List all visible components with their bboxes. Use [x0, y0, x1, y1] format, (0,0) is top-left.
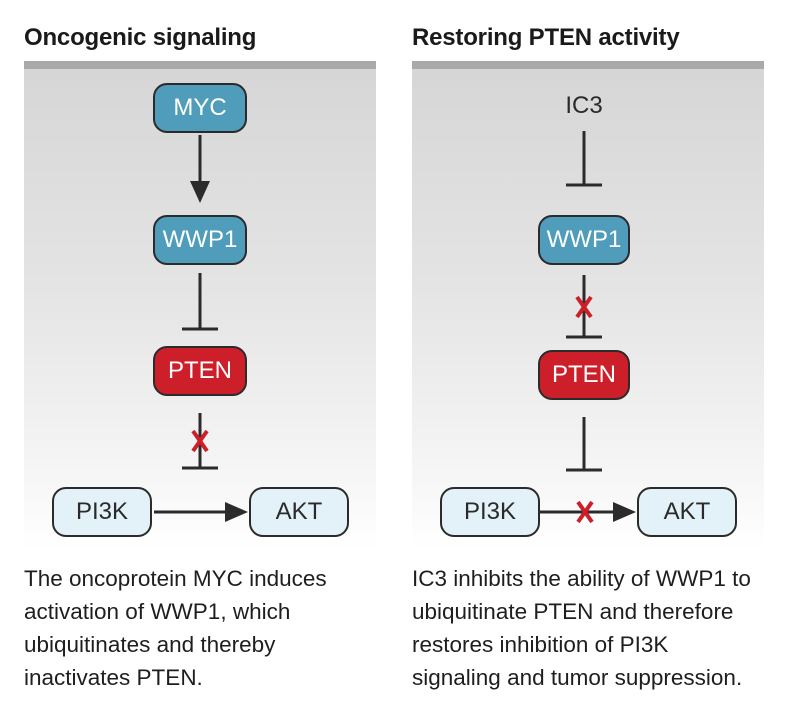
caption-line: signaling and tumor suppression. — [412, 665, 743, 690]
panel-title: Oncogenic signaling — [24, 24, 257, 51]
pten-inhibits-pi3k — [566, 417, 602, 472]
caption-line: restores inhibition of PI3K — [412, 632, 669, 657]
restoring-pten-panel: Restoring PTEN activity — [412, 0, 764, 718]
ic3-label: IC3 — [565, 92, 603, 119]
pathway-diagram — [154, 135, 248, 522]
pten-node: PTEN — [153, 346, 247, 396]
block-cross-icon — [191, 429, 209, 453]
panel-caption: The oncoprotein MYC induces activation o… — [24, 562, 384, 694]
caption-line: The oncoprotein MYC induces — [24, 566, 327, 591]
title-rule — [412, 61, 764, 69]
block-cross-icon — [575, 295, 593, 319]
oncogenic-signaling-panel: Oncogenic signaling MYC WWP1 PTEN PI3K — [24, 0, 376, 718]
caption-line: inactivates PTEN. — [24, 665, 203, 690]
caption-line: ubiquitinate PTEN and therefore — [412, 599, 734, 624]
panel-caption: IC3 inhibits the ability of WWP1 to ubiq… — [412, 562, 772, 694]
wwp1-node: WWP1 — [153, 215, 247, 265]
pten-node: PTEN — [538, 350, 630, 400]
pathway-diagram — [540, 131, 636, 524]
pi3k-node: PI3K — [52, 487, 152, 537]
myc-node: MYC — [153, 83, 247, 133]
title-rule — [24, 61, 376, 69]
akt-node: AKT — [637, 487, 737, 537]
pi3k-activates-akt-blocked — [540, 502, 636, 522]
caption-line: IC3 inhibits the ability of WWP1 to — [412, 566, 751, 591]
caption-line: activation of WWP1, which — [24, 599, 291, 624]
akt-node: AKT — [249, 487, 349, 537]
ic3-inhibits-wwp1 — [566, 131, 602, 187]
pi3k-activates-akt-arrow — [154, 502, 248, 522]
wwp1-inhibits-pten — [182, 273, 218, 331]
myc-activates-wwp1-arrow — [190, 135, 210, 203]
pi3k-node: PI3K — [440, 487, 540, 537]
block-cross-icon — [576, 500, 594, 524]
caption-line: ubiquitinates and thereby — [24, 632, 276, 657]
wwp1-node: WWP1 — [538, 215, 630, 265]
panel-title: Restoring PTEN activity — [412, 24, 680, 51]
